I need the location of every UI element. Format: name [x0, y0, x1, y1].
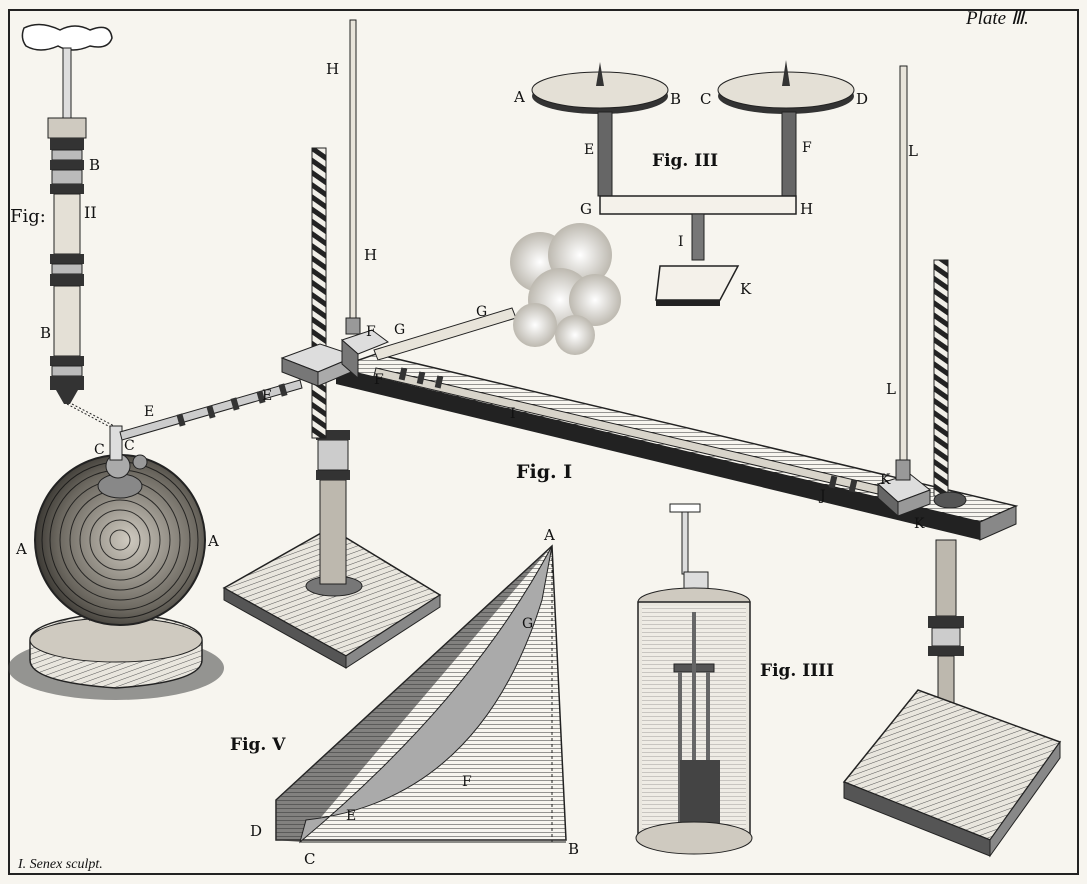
- fig2-caption-left: Fig:: [10, 206, 46, 227]
- rod-label-L-top: L: [908, 142, 918, 160]
- plate-label-B: B: [670, 90, 681, 108]
- pipe-label-E-1: E: [144, 404, 154, 420]
- fig1-smoke-cloud: [510, 223, 621, 355]
- pipe-label-J: J: [818, 488, 826, 504]
- globe-label-C-right: C: [124, 438, 135, 454]
- curve-label-E: E: [346, 808, 356, 824]
- triangle-label-A: A: [543, 526, 555, 544]
- curve-label-G: G: [522, 616, 533, 632]
- fig4-caption: Fig. IIII: [760, 661, 834, 681]
- fig1-bar: [119, 307, 1019, 541]
- rod-label-H-top: H: [326, 60, 339, 78]
- stand-label-F-1: F: [366, 324, 376, 340]
- engraver-signature: I. Senex sculpt.: [17, 857, 103, 872]
- pump-label-B-bottom: B: [40, 324, 51, 342]
- fig1-right-stand: [842, 65, 1062, 858]
- fig1-globe: [8, 425, 224, 700]
- globe-label-A-left: A: [15, 540, 27, 558]
- curve-label-F: F: [462, 774, 472, 790]
- triangle-label-B: B: [568, 840, 579, 858]
- plate-title: Plate Ⅲ.: [965, 8, 1029, 29]
- plate-label-A: A: [513, 88, 525, 106]
- fig4-jar: [635, 503, 753, 855]
- stand-label-F-2: F: [374, 372, 384, 388]
- beam-label-G: G: [580, 200, 592, 218]
- pipe-label-E-2: E: [262, 388, 272, 404]
- triangle-label-C: C: [304, 850, 315, 868]
- pan-label-K: K: [740, 280, 752, 298]
- tube-label-G-2: G: [476, 304, 487, 320]
- plate-label-C: C: [700, 90, 711, 108]
- hook-label-I: I: [678, 234, 684, 250]
- fig3-balance: [531, 60, 855, 306]
- pipe-label-I: I: [510, 406, 516, 422]
- globe-label-A-right: A: [207, 532, 219, 550]
- plate-label-D: D: [856, 90, 868, 108]
- tube-label-G-1: G: [394, 322, 405, 338]
- block-label-K-1: K: [880, 472, 891, 488]
- block-label-K-2: K: [914, 516, 925, 532]
- beam-label-H: H: [800, 200, 813, 218]
- rod-label-H-mid: H: [364, 246, 377, 264]
- fig2-caption-right: II: [84, 203, 97, 222]
- stem-label-F: F: [802, 140, 812, 156]
- fig5-caption: Fig. V: [230, 735, 286, 755]
- fig5-triangle: [275, 544, 567, 844]
- fig2-pump: [21, 23, 119, 429]
- rod-label-L-mid: L: [886, 380, 896, 398]
- pump-label-B-top: B: [89, 156, 100, 174]
- fig1-caption: Fig. I: [516, 461, 572, 483]
- fig1-rod-H: [345, 19, 361, 335]
- fig3-caption: Fig. III: [652, 151, 718, 171]
- stem-label-E: E: [584, 142, 594, 158]
- globe-label-C-left: C: [94, 442, 105, 458]
- plate-border: [8, 9, 1079, 875]
- triangle-label-D: D: [250, 822, 262, 840]
- fig1-left-stand: [222, 147, 442, 669]
